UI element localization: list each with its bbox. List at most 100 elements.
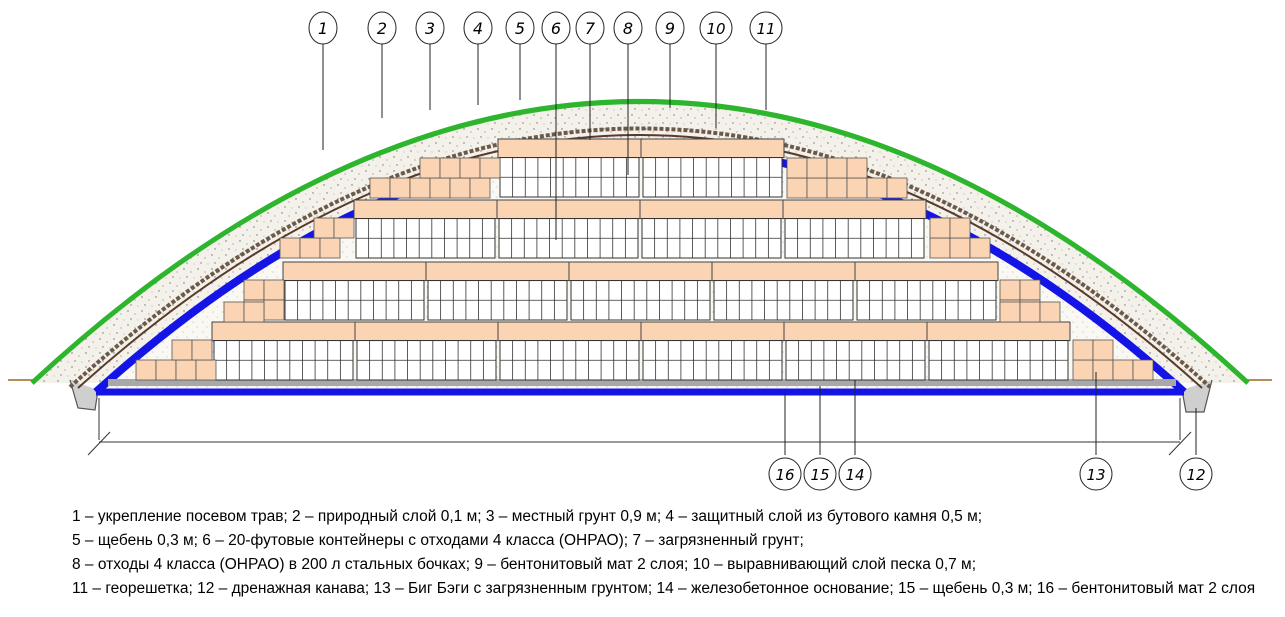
big-bag	[223, 301, 245, 323]
big-bag	[1132, 359, 1154, 381]
big-bag	[135, 359, 157, 381]
big-bag	[969, 237, 991, 259]
container	[211, 321, 356, 381]
leader-lines	[322, 42, 1197, 455]
big-bag	[786, 157, 808, 179]
big-bag	[1019, 279, 1041, 301]
legend-line-4: 11 – георешетка; 12 – дренажная канава; …	[72, 580, 1256, 597]
callout-15: 15	[803, 457, 837, 491]
big-bag	[846, 157, 868, 179]
big-bag	[459, 157, 481, 179]
container	[497, 321, 642, 381]
big-bag	[299, 237, 321, 259]
big-bag	[279, 237, 301, 259]
callout-label: 3	[425, 19, 435, 38]
big-bag	[263, 299, 285, 321]
container	[639, 199, 784, 259]
callout-10: 10	[699, 11, 733, 45]
big-bag	[439, 157, 461, 179]
legend: 1 – укрепление посевом трав; 2 – природн…	[72, 505, 1262, 601]
big-bag	[155, 359, 177, 381]
big-bag	[195, 359, 217, 381]
callout-label: 15	[810, 466, 829, 484]
container	[926, 321, 1071, 381]
big-bag	[243, 279, 265, 301]
big-bag	[369, 177, 391, 199]
drainage-ditch-right	[1181, 379, 1213, 413]
callout-6: 6	[541, 11, 571, 45]
big-bag	[449, 177, 471, 199]
big-bag	[429, 177, 451, 199]
callout-label: 13	[1086, 466, 1105, 484]
container	[711, 261, 856, 321]
big-bag	[949, 217, 971, 239]
callout-1: 1	[308, 11, 338, 45]
big-bag	[826, 177, 848, 199]
big-bag	[1039, 301, 1061, 323]
container	[496, 199, 641, 259]
callout-13: 13	[1079, 457, 1113, 491]
big-bag	[389, 177, 411, 199]
big-bag	[1112, 359, 1134, 381]
big-bag	[175, 359, 197, 381]
callout-7: 7	[575, 11, 605, 45]
callout-label: 9	[665, 19, 675, 38]
geogrid-layer	[77, 134, 1203, 389]
waste-containers	[211, 138, 1071, 381]
container	[783, 321, 928, 381]
container	[353, 199, 498, 259]
container	[497, 138, 642, 198]
container	[854, 261, 999, 321]
big-bag	[846, 177, 868, 199]
callout-3: 3	[415, 11, 445, 45]
big-bag	[886, 177, 908, 199]
callout-label: 12	[1186, 466, 1205, 484]
callout-5: 5	[505, 11, 535, 45]
callout-label: 1	[318, 19, 328, 38]
callout-11: 11	[749, 11, 783, 45]
big-bag	[866, 177, 888, 199]
big-bag	[243, 301, 265, 323]
callout-label: 4	[473, 19, 483, 38]
callout-9: 9	[655, 11, 685, 45]
container	[425, 261, 570, 321]
big-bag	[1092, 339, 1114, 361]
big-bag	[263, 279, 285, 301]
callout-14: 14	[838, 457, 872, 491]
big-bag	[191, 339, 213, 361]
container	[568, 261, 713, 321]
callout-label: 2	[377, 19, 387, 38]
dimension-line	[87, 398, 1192, 456]
callout-2: 2	[367, 11, 397, 45]
big-bag	[479, 157, 501, 179]
big-bag	[786, 177, 808, 199]
callout-8: 8	[613, 11, 643, 45]
big-bag	[171, 339, 193, 361]
legend-line-3: 8 – отходы 4 класса (ОНРАО) в 200 л стал…	[72, 556, 977, 573]
container	[640, 321, 785, 381]
big-bag	[999, 301, 1021, 323]
big-bag	[333, 217, 355, 239]
container	[640, 138, 785, 198]
container	[782, 199, 927, 259]
callout-label: 5	[515, 19, 525, 38]
big-bag	[409, 177, 431, 199]
big-bag	[806, 157, 828, 179]
callout-label: 8	[623, 19, 633, 38]
drainage-ditch-left	[69, 379, 99, 411]
concrete-base	[108, 379, 1176, 386]
big-bag	[806, 177, 828, 199]
big-bag	[469, 177, 491, 199]
callout-4: 4	[463, 11, 493, 45]
landfill-cross-section: 1 2 3 4 5 6 7 8 9 10 11 13	[8, 11, 1272, 491]
callout-16: 16	[768, 457, 802, 491]
big-bag	[1019, 301, 1041, 323]
container	[354, 321, 499, 381]
big-bag	[929, 237, 951, 259]
callout-label: 7	[585, 19, 596, 38]
big-bags	[135, 157, 1154, 381]
callout-label: 14	[845, 466, 864, 484]
big-bag	[999, 279, 1021, 301]
callout-label: 6	[551, 19, 561, 38]
big-bag	[1072, 359, 1094, 381]
